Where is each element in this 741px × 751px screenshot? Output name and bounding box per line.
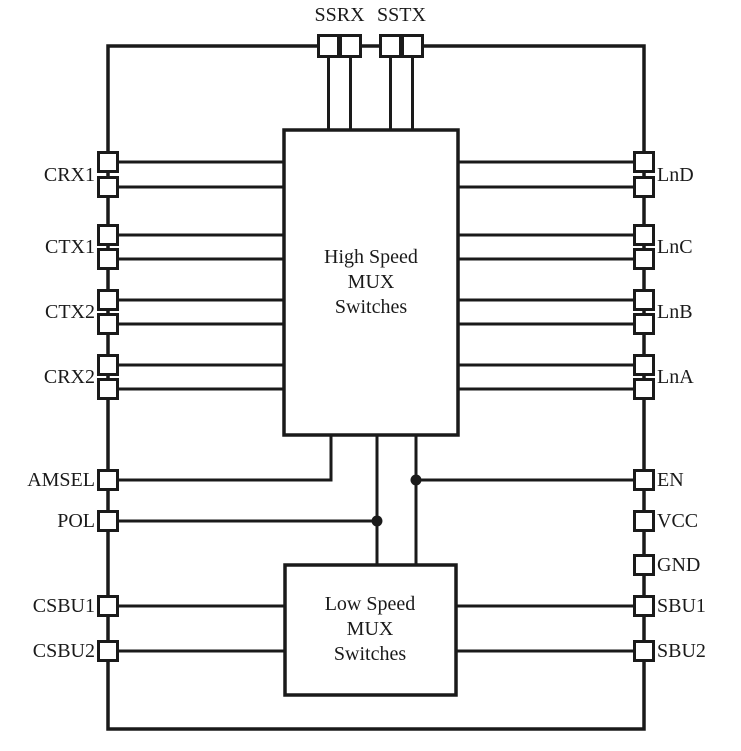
pin-pad-gnd (633, 554, 655, 576)
pin-pad-vcc (633, 510, 655, 532)
pin-pad-lnb-p (633, 289, 655, 311)
pin-label-pol: POL (57, 510, 95, 532)
pin-pad-ctx2-p (97, 289, 119, 311)
pin-pad-lnd-n (633, 176, 655, 198)
pin-label-amsel: AMSEL (27, 469, 95, 491)
pin-pad-crx2-p (97, 354, 119, 376)
high-speed-mux-block (282, 128, 460, 437)
pin-pad-lna-p (633, 354, 655, 376)
pin-label-ctx2: CTX2 (45, 301, 95, 323)
pin-crx1 (97, 151, 119, 198)
pin-label-lnd: LnD (657, 164, 694, 186)
high-speed-mux-label-line1: High Speed (324, 246, 418, 268)
pin-label-sstx: SSTX (377, 4, 426, 26)
pin-pad-lnc-n (633, 248, 655, 270)
pin-pad-csbu2 (97, 640, 119, 662)
junction-dot-pol (371, 515, 383, 527)
pin-label-sbu2: SBU2 (657, 640, 706, 662)
pin-pad-csbu1 (97, 595, 119, 617)
pin-label-vcc: VCC (657, 510, 698, 532)
low-speed-mux-label-line3: Switches (334, 643, 406, 665)
pin-ctx1 (97, 224, 119, 270)
pin-label-crx1: CRX1 (44, 164, 95, 186)
pin-pad-lnc-p (633, 224, 655, 246)
pin-sstx (379, 34, 424, 58)
pin-pad-lna-n (633, 378, 655, 400)
pin-lnb (633, 289, 655, 335)
pin-label-lnb: LnB (657, 301, 693, 323)
pin-label-en: EN (657, 469, 684, 491)
pin-pad-lnd-p (633, 151, 655, 173)
pin-crx2 (97, 354, 119, 400)
pin-pad-ctx1-p (97, 224, 119, 246)
pin-pad-sbu1 (633, 595, 655, 617)
high-speed-mux-label-line3: Switches (335, 296, 407, 318)
pin-ctx2 (97, 289, 119, 335)
pin-label-lnc: LnC (657, 236, 693, 258)
pin-label-gnd: GND (657, 554, 700, 576)
wire-amsel (108, 435, 333, 482)
pin-pad-crx1-p (97, 151, 119, 173)
low-speed-mux-block (283, 563, 458, 697)
pin-label-sbu1: SBU1 (657, 595, 706, 617)
pin-label-csbu2: CSBU2 (33, 640, 95, 662)
pin-ssrx (317, 34, 362, 58)
high-speed-mux-label-line2: MUX (348, 271, 395, 293)
pin-lnc (633, 224, 655, 270)
pin-lna (633, 354, 655, 400)
pin-label-lna: LnA (657, 366, 694, 388)
pin-label-csbu1: CSBU1 (33, 595, 95, 617)
pin-label-crx2: CRX2 (44, 366, 95, 388)
low-speed-mux-label-line2: MUX (347, 618, 394, 640)
pin-pad-crx1-n (97, 176, 119, 198)
pin-pad-ssrx-n (339, 34, 362, 58)
pin-pad-amsel (97, 469, 119, 491)
pin-pad-ctx1-n (97, 248, 119, 270)
pin-label-ssrx: SSRX (314, 4, 365, 26)
pin-label-ctx1: CTX1 (45, 236, 95, 258)
pin-pad-ssrx-p (317, 34, 340, 58)
pin-lnd (633, 151, 655, 198)
pin-pad-ctx2-n (97, 313, 119, 335)
pin-pad-en (633, 469, 655, 491)
pin-pad-crx2-n (97, 378, 119, 400)
junction-dot-en (410, 474, 422, 486)
pin-pad-sstx-n (401, 34, 424, 58)
pin-pad-sstx-p (379, 34, 402, 58)
wires (108, 46, 644, 653)
pin-pad-lnb-n (633, 313, 655, 335)
low-speed-mux-label-line1: Low Speed (325, 593, 416, 615)
pin-pad-sbu2 (633, 640, 655, 662)
pin-pad-pol (97, 510, 119, 532)
